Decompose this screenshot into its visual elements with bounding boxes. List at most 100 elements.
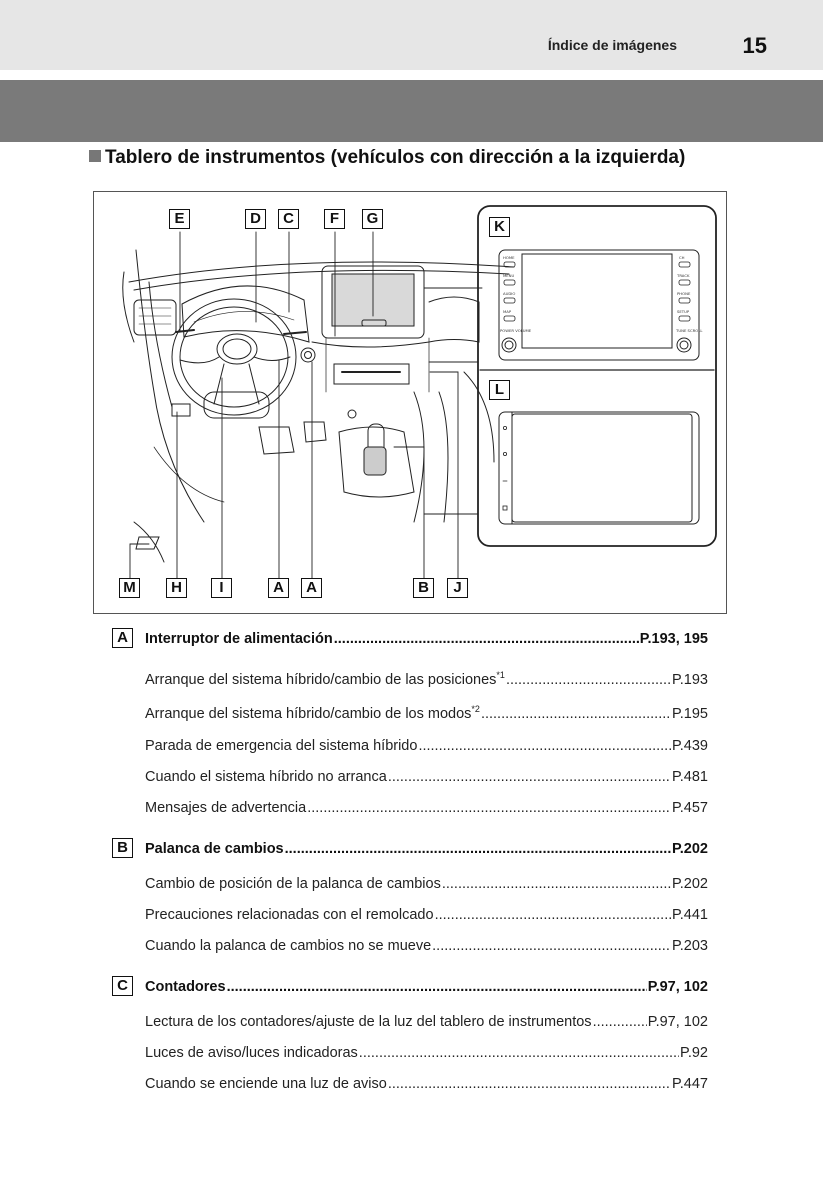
leader-dots bbox=[442, 876, 671, 892]
sub-entry-text: Arranque del sistema híbrido/cambio de l… bbox=[145, 672, 497, 688]
entry-title: Palanca de cambios bbox=[145, 841, 284, 857]
callout-a-1: A bbox=[268, 578, 289, 598]
entry-title: Interruptor de alimentación bbox=[145, 631, 333, 647]
callout-b: B bbox=[413, 578, 434, 598]
k-btn-tune: TUNE SCROLL bbox=[675, 328, 703, 333]
k-btn-phone: PHONE bbox=[677, 291, 691, 296]
k-btn-audio: AUDIO bbox=[503, 291, 515, 296]
page-header: Índice de imágenes 15 bbox=[0, 0, 823, 70]
callout-i: I bbox=[211, 578, 232, 598]
leader-dots bbox=[506, 672, 671, 688]
sub-entry: Mensajes de advertencia P.457 bbox=[112, 798, 708, 820]
section-title-text: Tablero de instrumentos (vehículos con d… bbox=[105, 147, 686, 168]
dashboard-illustration: HOME MENU AUDIO MAP POWER VOLUME CH TRAC… bbox=[93, 191, 727, 614]
callout-d: D bbox=[245, 209, 266, 229]
section-title: Tablero de instrumentos (vehículos con d… bbox=[89, 147, 685, 169]
callout-l: L bbox=[489, 380, 510, 400]
sub-entry-text: Cambio de posición de la palanca de camb… bbox=[145, 876, 441, 892]
page-number: 15 bbox=[742, 33, 767, 58]
sub-entry: Precauciones relacionadas con el remolca… bbox=[112, 905, 708, 927]
callout-h: H bbox=[166, 578, 187, 598]
entry-main-line[interactable]: Interruptor de alimentaciónP.193, 195 bbox=[145, 631, 708, 647]
sub-entry-page: P.203 bbox=[671, 938, 708, 954]
k-btn-home: HOME bbox=[503, 255, 515, 260]
sub-entry: Cuando la palanca de cambios no se mueve… bbox=[112, 936, 708, 958]
sub-entry-text: Cuando la palanca de cambios no se mueve bbox=[145, 938, 432, 954]
k-btn-menu: MENU bbox=[503, 273, 515, 278]
leader-dots bbox=[285, 841, 671, 857]
sub-entry-line[interactable]: Cuando el sistema híbrido no arranca P.48… bbox=[145, 769, 708, 785]
sub-entry-text: Parada de emergencia del sistema híbrido bbox=[145, 738, 418, 754]
leader-dots bbox=[435, 907, 671, 923]
entry-title: Contadores bbox=[145, 979, 226, 995]
sub-entry-page: P.481 bbox=[671, 769, 708, 785]
sub-entry-line[interactable]: Cambio de posición de la palanca de camb… bbox=[145, 876, 708, 892]
sub-entry-text: Arranque del sistema híbrido/cambio de l… bbox=[145, 706, 472, 722]
sub-entry-page: P.457 bbox=[671, 800, 708, 816]
k-btn-track: TRACK bbox=[676, 273, 690, 278]
sub-entry-text: Luces de aviso/luces indicadoras bbox=[145, 1045, 358, 1061]
sub-entry-page: P.97, 102 bbox=[647, 1014, 708, 1030]
leader-dots bbox=[481, 706, 671, 722]
sub-entry-line[interactable]: Arranque del sistema híbrido/cambio de l… bbox=[145, 704, 708, 722]
leader-dots bbox=[432, 938, 671, 954]
gray-band bbox=[0, 80, 823, 142]
sub-entry-line[interactable]: Arranque del sistema híbrido/cambio de l… bbox=[145, 670, 708, 688]
leader-dots bbox=[388, 769, 671, 785]
sub-entry-text: Mensajes de advertencia bbox=[145, 800, 307, 816]
leader-dots bbox=[593, 1014, 647, 1030]
footnote-mark: *1 bbox=[496, 670, 505, 680]
entry-c: C Contadores P.97, 102 bbox=[112, 976, 708, 998]
leader-dots bbox=[388, 1076, 671, 1092]
sub-entry-page: P.439 bbox=[671, 738, 708, 754]
sub-entry-text: Precauciones relacionadas con el remolca… bbox=[145, 907, 434, 923]
leader-dots bbox=[227, 979, 647, 995]
sub-entry-text: Cuando se enciende una luz de aviso bbox=[145, 1076, 387, 1092]
entry-badge-c: C bbox=[112, 976, 133, 996]
entry-page: P.202 bbox=[671, 841, 708, 857]
sub-entry-line[interactable]: Precauciones relacionadas con el remolca… bbox=[145, 907, 708, 923]
sub-entry: Cuando se enciende una luz de aviso P.447 bbox=[112, 1074, 708, 1096]
leader-dots bbox=[334, 631, 639, 647]
k-btn-ch: CH bbox=[679, 255, 685, 260]
entry-main-line[interactable]: Palanca de cambios P.202 bbox=[145, 841, 708, 857]
callout-j: J bbox=[447, 578, 468, 598]
sub-entry: Parada de emergencia del sistema híbrido… bbox=[112, 736, 708, 758]
sub-entry: Luces de aviso/luces indicadoras P.92 bbox=[112, 1043, 708, 1065]
sub-entry-page: P.92 bbox=[680, 1045, 708, 1061]
callout-g: G bbox=[362, 209, 383, 229]
entry-page: P.97, 102 bbox=[647, 979, 708, 995]
sub-entry-page: P.441 bbox=[671, 907, 708, 923]
callout-e: E bbox=[169, 209, 190, 229]
sub-entry-text: Cuando el sistema híbrido no arranca bbox=[145, 769, 387, 785]
sub-entry: Arranque del sistema híbrido/cambio de l… bbox=[112, 702, 708, 724]
sub-entry-text: Lectura de los contadores/ajuste de la l… bbox=[145, 1014, 592, 1030]
leader-dots bbox=[307, 800, 671, 816]
k-btn-setup: SETUP bbox=[677, 309, 690, 314]
callout-f: F bbox=[324, 209, 345, 229]
sub-entry: Arranque del sistema híbrido/cambio de l… bbox=[112, 668, 708, 690]
entry-a: A Interruptor de alimentaciónP.193, 195 bbox=[112, 628, 708, 650]
sub-entry-page: P.202 bbox=[671, 876, 708, 892]
k-btn-map: MAP bbox=[503, 309, 512, 314]
callout-k: K bbox=[489, 217, 510, 237]
sub-entry-page: P.195 bbox=[671, 706, 708, 722]
entry-main-line[interactable]: Contadores P.97, 102 bbox=[145, 979, 708, 995]
k-btn-power: POWER VOLUME bbox=[500, 328, 532, 333]
sub-entry-line[interactable]: Cuando se enciende una luz de aviso P.447 bbox=[145, 1076, 708, 1092]
footnote-mark: *2 bbox=[471, 704, 480, 714]
sub-entry-line[interactable]: Parada de emergencia del sistema híbrido… bbox=[145, 738, 708, 754]
k-button-labels: HOME MENU AUDIO MAP POWER VOLUME CH TRAC… bbox=[500, 255, 703, 333]
sub-entry-line[interactable]: Cuando la palanca de cambios no se mueve… bbox=[145, 938, 708, 954]
sub-entry-line[interactable]: Mensajes de advertencia P.457 bbox=[145, 800, 708, 816]
header-title: Índice de imágenes bbox=[547, 37, 677, 53]
sub-entry: Lectura de los contadores/ajuste de la l… bbox=[112, 1012, 708, 1034]
square-bullet-icon bbox=[89, 150, 101, 162]
entry-badge-b: B bbox=[112, 838, 133, 858]
callout-m: M bbox=[119, 578, 140, 598]
dashboard-drawing: HOME MENU AUDIO MAP POWER VOLUME CH TRAC… bbox=[122, 205, 717, 579]
sub-entry-line[interactable]: Luces de aviso/luces indicadoras P.92 bbox=[145, 1045, 708, 1061]
sub-entry-line[interactable]: Lectura de los contadores/ajuste de la l… bbox=[145, 1014, 708, 1030]
sub-entry-page: P.447 bbox=[671, 1076, 708, 1092]
callout-a-2: A bbox=[301, 578, 322, 598]
